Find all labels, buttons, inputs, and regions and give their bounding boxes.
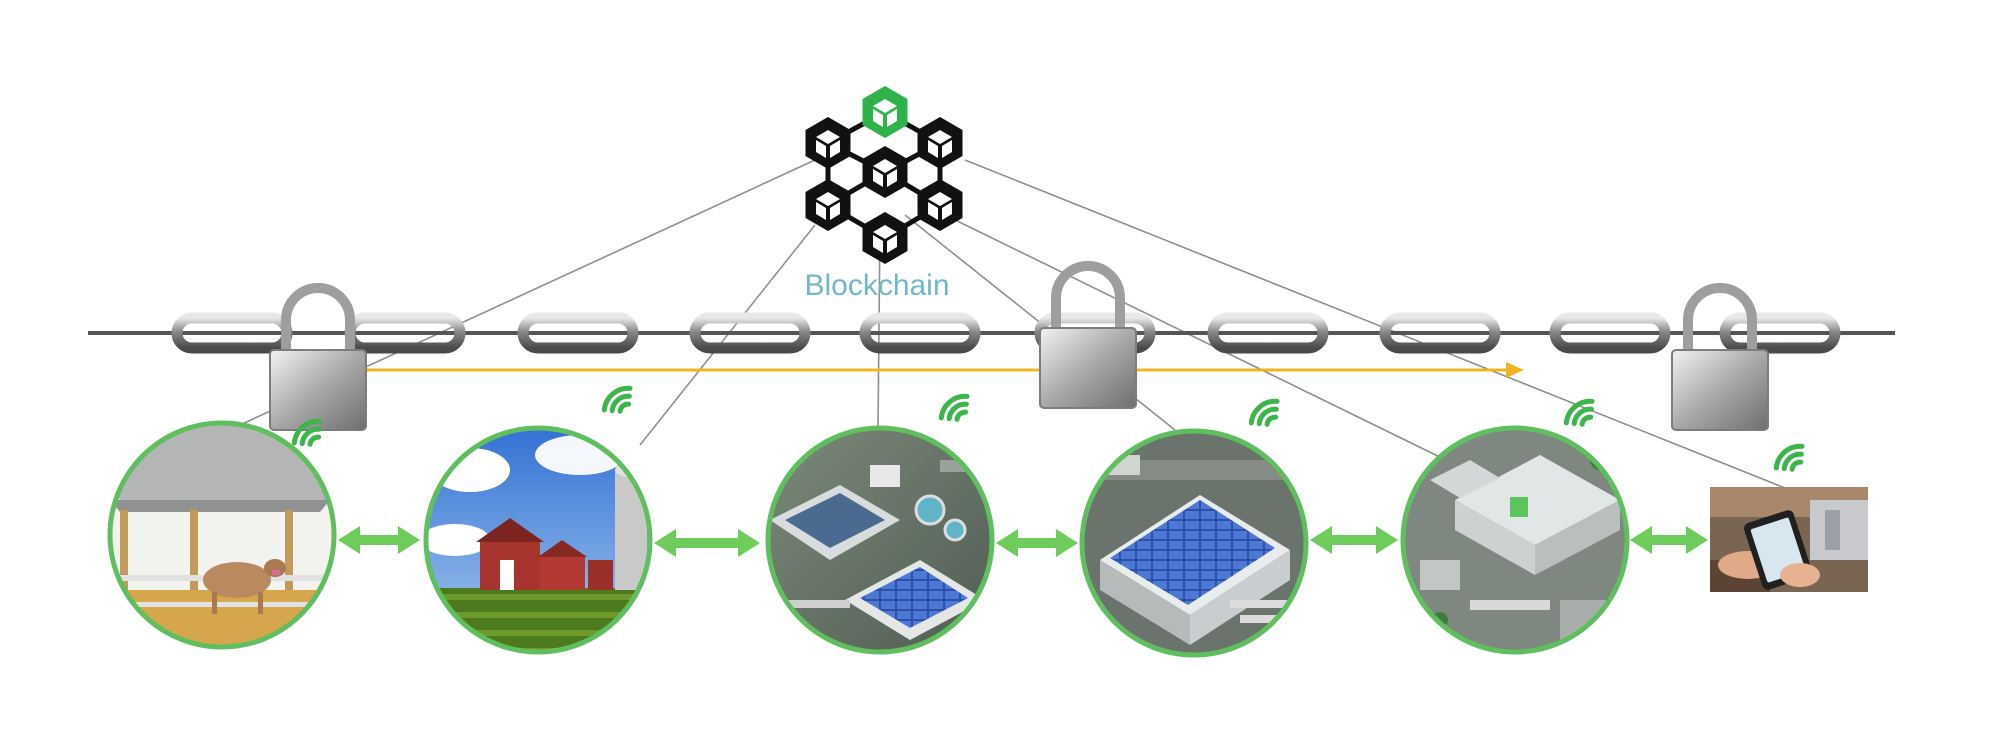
chain-link bbox=[689, 312, 811, 354]
stage-farm bbox=[423, 425, 653, 655]
padlock-icon bbox=[1671, 283, 1769, 431]
chain-link bbox=[1719, 312, 1841, 354]
chain-link bbox=[859, 312, 981, 354]
flow-arrow bbox=[338, 526, 420, 554]
flow-arrow bbox=[654, 529, 760, 557]
flow-arrow bbox=[1310, 526, 1398, 554]
blockchain-node-icon bbox=[805, 179, 851, 231]
chain-link bbox=[1549, 312, 1671, 354]
chain bbox=[88, 312, 1895, 354]
phone-in-hand-icon bbox=[1718, 510, 1820, 590]
traceability-arrow bbox=[306, 362, 1524, 378]
wifi-signal-icon bbox=[1773, 443, 1805, 472]
padlocks bbox=[269, 261, 1769, 431]
stage-ring bbox=[107, 420, 337, 650]
padlock-icon bbox=[1039, 261, 1137, 409]
blockchain-node-icon bbox=[862, 212, 908, 264]
chain-link bbox=[1379, 312, 1501, 354]
wireless-signals bbox=[291, 385, 1805, 472]
blockchain-label: Blockchain bbox=[804, 269, 949, 302]
flow-arrow bbox=[996, 529, 1078, 557]
connection-line bbox=[944, 214, 1451, 463]
chain-link bbox=[1207, 312, 1329, 354]
wifi-signal-icon bbox=[1248, 398, 1280, 427]
stage-warehouse bbox=[1079, 428, 1309, 658]
stage-consumer bbox=[1710, 487, 1868, 592]
stage-processing-plant bbox=[765, 425, 995, 655]
blockchain-node-icon bbox=[862, 146, 908, 198]
chain-link bbox=[517, 312, 639, 354]
wifi-signal-icon bbox=[938, 393, 970, 422]
blockchain-node-icon bbox=[917, 117, 963, 169]
stage-ring bbox=[765, 425, 995, 655]
blockchain-icon-cluster bbox=[805, 86, 963, 264]
stage-ring bbox=[1400, 425, 1630, 655]
wifi-signal-icon bbox=[291, 418, 323, 447]
stage-ring bbox=[1079, 428, 1309, 658]
connection-line bbox=[964, 159, 1791, 491]
stage-ring bbox=[423, 425, 653, 655]
wifi-signal-icon bbox=[601, 385, 633, 414]
cow-icon bbox=[203, 559, 286, 614]
padlock-icon bbox=[269, 283, 367, 431]
flow-arrow bbox=[1630, 526, 1708, 554]
stage-distribution-center bbox=[1400, 425, 1630, 655]
wifi-signal-icon bbox=[1563, 398, 1595, 427]
flow-arrows bbox=[338, 526, 1708, 557]
supply-chain-stages bbox=[107, 420, 1868, 658]
blockchain-node-icon bbox=[862, 86, 908, 138]
stage-livestock-shed bbox=[107, 420, 337, 650]
blockchain-node-icon bbox=[917, 179, 963, 231]
blockchain-node-icon bbox=[805, 117, 851, 169]
